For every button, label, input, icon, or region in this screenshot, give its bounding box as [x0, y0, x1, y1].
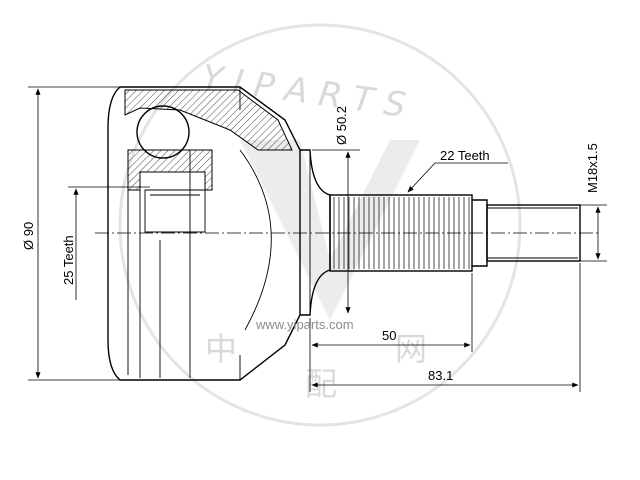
label-outer-teeth: 22 Teeth: [440, 148, 490, 163]
label-thread: M18x1.5: [585, 143, 600, 193]
label-inner-teeth: 25 Teeth: [61, 235, 76, 285]
spline-body: [329, 194, 473, 272]
label-shaft-diameter: Ø 50.2: [334, 106, 349, 145]
spline-teeth: [333, 197, 470, 269]
watermark-chinese-3: 网: [395, 330, 427, 368]
inner-race: [144, 189, 206, 233]
label-total-length: 83.1: [428, 368, 453, 383]
watermark-ring: [118, 23, 522, 427]
dim-thread: M18x1.5: [580, 143, 607, 262]
watermark-v-logo: [240, 140, 420, 320]
watermark-chinese-1: 中: [205, 330, 237, 368]
dim-total-length: 83.1: [311, 263, 581, 392]
label-spline-length: 50: [382, 328, 396, 343]
watermark-url: www.yiparts.com: [255, 317, 354, 332]
dim-inner-teeth: 25 Teeth: [61, 186, 150, 300]
dim-outer-teeth: 22 Teeth: [407, 148, 508, 193]
label-housing-diameter: Ø 90: [21, 222, 36, 250]
cage-hatch: [127, 149, 213, 191]
housing: [107, 86, 301, 381]
housing-outline: [107, 86, 301, 381]
dim-housing-diameter: Ø 90: [21, 86, 120, 381]
ball-cage: [127, 105, 213, 233]
watermark: Y I P A R T S 中 配 网: [118, 23, 522, 427]
thread: [486, 204, 581, 262]
thread-body: [486, 204, 581, 262]
dim-spline-length: 50: [309, 273, 473, 392]
housing-hatch-top: [124, 89, 293, 151]
dim-shaft-diameter: Ø 50.2: [312, 106, 360, 314]
housing-bell-curve: [239, 149, 272, 331]
